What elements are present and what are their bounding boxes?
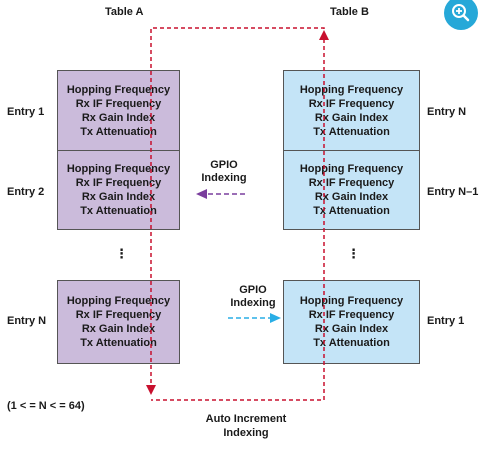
box-line: Hopping Frequency	[299, 83, 404, 96]
box-line: Tx Attenuation	[313, 125, 390, 138]
entry-label-a-1: Entry 1	[7, 106, 45, 118]
table-b-entry-n-minus-1: Hopping Frequency Rx IF Frequency Rx Gai…	[283, 150, 420, 230]
box-line: Hopping Frequency	[299, 295, 404, 307]
box-line: Tx Attenuation	[80, 205, 157, 217]
auto-increment-loop-path	[150, 27, 325, 401]
gpio-line-2: Indexing	[201, 172, 247, 184]
entry-label-b-1: Entry 1	[427, 315, 465, 327]
box-line: Rx Gain Index	[314, 323, 389, 335]
box-line: Rx Gain Index	[314, 191, 389, 203]
gpio-indexing-label-top: GPIO Indexing	[198, 159, 250, 185]
gpio-line-2: Indexing	[230, 297, 276, 309]
box-line: Rx IF Frequency	[308, 97, 395, 110]
gpio-indexing-label-bottom: GPIO Indexing	[226, 284, 280, 310]
box-line: Rx IF Frequency	[75, 177, 162, 189]
auto-increment-line-1: Auto Increment	[205, 413, 287, 425]
box-line: Tx Attenuation	[80, 125, 157, 138]
gpio-line-1: GPIO	[210, 159, 238, 171]
entry-label-b-n: Entry N	[427, 106, 467, 118]
entry-label-a-n: Entry N	[7, 315, 47, 327]
box-line: Tx Attenuation	[313, 205, 390, 217]
loop-arrowhead-up	[319, 30, 329, 40]
box-line: Rx IF Frequency	[308, 177, 395, 189]
table-b-header: Table B	[330, 6, 369, 18]
loop-arrowhead-down	[146, 385, 156, 395]
auto-increment-label: Auto Increment Indexing	[190, 412, 302, 440]
box-line: Rx IF Frequency	[75, 309, 162, 321]
table-b-entry-n: Hopping Frequency Rx IF Frequency Rx Gai…	[283, 70, 420, 151]
box-line: Tx Attenuation	[80, 337, 157, 349]
box-line: Rx Gain Index	[81, 191, 156, 203]
entry-label-a-2: Entry 2	[7, 186, 45, 198]
zoom-button[interactable]	[444, 0, 478, 30]
entry-label-b-n-minus-1: Entry N–1	[427, 186, 479, 198]
box-line: Hopping Frequency	[66, 163, 171, 175]
box-line: Rx IF Frequency	[75, 97, 162, 110]
box-line: Rx IF Frequency	[308, 309, 395, 321]
gpio-bottom-arrowhead	[270, 313, 281, 323]
table-a-entry-2: Hopping Frequency Rx IF Frequency Rx Gai…	[57, 150, 180, 230]
gpio-top-arrowhead	[196, 189, 207, 199]
table-a-entry-n: Hopping Frequency Rx IF Frequency Rx Gai…	[57, 280, 180, 364]
auto-increment-line-2: Indexing	[223, 427, 269, 439]
box-line: Hopping Frequency	[66, 83, 171, 96]
table-a-header: Table A	[105, 6, 144, 18]
box-line: Hopping Frequency	[66, 295, 171, 307]
table-a-entry-1: Hopping Frequency Rx IF Frequency Rx Gai…	[57, 70, 180, 151]
ellipsis-table-a: ⋮	[115, 246, 128, 261]
range-note: (1 < = N < = 64)	[7, 400, 85, 412]
box-line: Rx Gain Index	[81, 111, 156, 124]
gpio-line-1: GPIO	[239, 284, 267, 296]
table-b-entry-1: Hopping Frequency Rx IF Frequency Rx Gai…	[283, 280, 420, 364]
box-line: Rx Gain Index	[81, 323, 156, 335]
ellipsis-table-b: ⋮	[347, 246, 360, 261]
zoom-in-icon	[452, 4, 470, 22]
box-line: Tx Attenuation	[313, 337, 390, 349]
box-line: Rx Gain Index	[314, 111, 389, 124]
box-line: Hopping Frequency	[299, 163, 404, 175]
